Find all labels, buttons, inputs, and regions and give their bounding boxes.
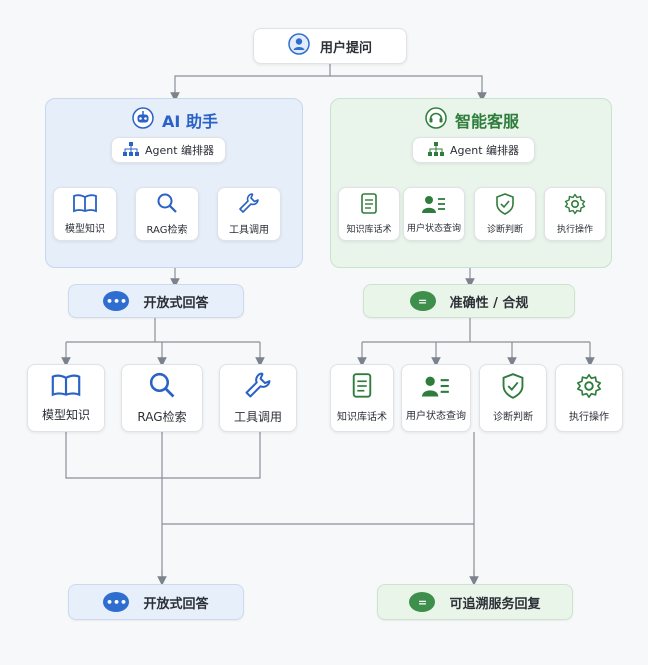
- message-icon: =: [409, 291, 436, 311]
- ai-tool-rag-search: RAG检索: [135, 187, 199, 241]
- cs-tool-kb-script: 知识库话术: [338, 187, 400, 241]
- cs-tool-execute: 执行操作: [544, 187, 606, 241]
- cs-panel-title: 智能客服: [331, 107, 613, 133]
- search-icon: [148, 371, 176, 402]
- book-icon: [50, 373, 82, 400]
- wrench-icon: [238, 192, 260, 217]
- ai-agent-orchestrator: Agent 编排器: [111, 137, 226, 163]
- hierarchy-icon: [427, 141, 444, 159]
- ai-lower-tool-model-knowledge: 模型知识: [27, 364, 105, 432]
- book-icon: [72, 193, 98, 216]
- cs-tool-diagnosis: 诊断判断: [474, 187, 536, 241]
- ai-lower-tool-tool-call: 工具调用: [219, 364, 297, 432]
- search-icon: [156, 192, 178, 217]
- wrench-icon: [244, 371, 272, 402]
- cs-agent-orchestrator: Agent 编排器: [412, 137, 535, 163]
- document-icon: [351, 373, 373, 402]
- chat-bubble-icon: •••: [103, 592, 130, 612]
- ai-panel-title: AI 助手: [46, 107, 304, 133]
- shield-icon: [501, 373, 525, 402]
- document-icon: [360, 193, 378, 218]
- cs-compliance-node: = 准确性 / 合规: [363, 284, 575, 318]
- shield-icon: [495, 193, 515, 218]
- message-icon: =: [409, 592, 436, 612]
- ai-final-open-answer: ••• 开放式回答: [68, 584, 244, 620]
- cs-lower-tool-user-status: 用户状态查询: [401, 364, 471, 432]
- cs-final-traceable-reply: = 可追溯服务回复: [377, 584, 573, 620]
- cs-tool-user-status: 用户状态查询: [403, 187, 465, 241]
- cs-lower-tool-kb-script: 知识库话术: [330, 364, 394, 432]
- hierarchy-icon: [122, 141, 139, 159]
- user-question-label: 用户提问: [319, 40, 372, 56]
- ai-open-answer-node: ••• 开放式回答: [68, 284, 244, 318]
- ai-tool-tool-call: 工具调用: [217, 187, 281, 241]
- ai-lower-tool-rag-search: RAG检索: [121, 364, 203, 432]
- ai-tool-model-knowledge: 模型知识: [53, 187, 117, 241]
- user-list-icon: [422, 194, 446, 217]
- headset-icon: [425, 107, 447, 133]
- user-list-icon: [422, 374, 450, 401]
- robot-icon: [132, 107, 154, 133]
- gear-icon: [576, 373, 602, 402]
- gear-icon: [564, 193, 586, 218]
- cs-lower-tool-diagnosis: 诊断判断: [479, 364, 547, 432]
- ai-assistant-panel: AI 助手 Agent 编排器 模型知识 RAG检索 工具调用: [45, 98, 303, 268]
- cs-lower-tool-execute: 执行操作: [555, 364, 623, 432]
- customer-service-panel: 智能客服 Agent 编排器 知识库话术 用户状态查询 诊断判断 执行操作: [330, 98, 612, 268]
- user-icon: [288, 33, 310, 59]
- user-question-node: 用户提问: [253, 28, 407, 64]
- chat-bubble-icon: •••: [103, 291, 130, 311]
